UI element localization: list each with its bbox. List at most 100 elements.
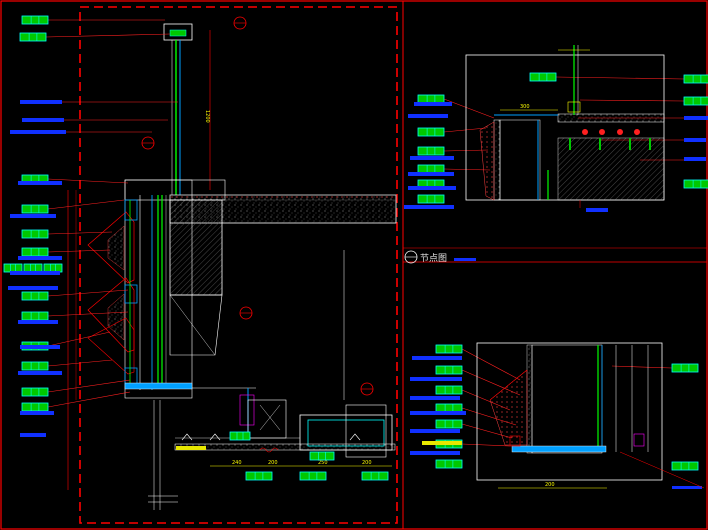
label-bar [410,429,460,433]
material-tag [21,204,49,214]
label-bar [20,433,46,437]
label-bar [10,214,56,218]
material-tag [683,96,708,106]
label-bar [672,486,702,489]
label-bar [684,116,708,120]
material-tag [671,363,699,373]
svg-text:1200: 1200 [204,110,210,123]
leader-line [443,127,487,133]
label-bar [410,411,466,415]
beam-hatch [169,199,223,296]
material-tag [245,471,273,481]
main-section-drawing: 1200 [67,16,397,510]
upper-fasteners [569,129,651,150]
horizontal-dimensions: 240 200 250 200 [210,460,392,467]
material-tag [21,229,49,239]
top-bracket-box [163,23,193,41]
label-bars [8,100,708,489]
label-bar [18,181,62,185]
leader-line [47,331,111,347]
label-bar [412,356,462,360]
svg-text:240: 240 [232,460,242,466]
label-bar [684,138,706,142]
label-bar [410,377,462,381]
material-tag [23,263,43,273]
material-tag [671,461,699,471]
leader-line [579,99,685,102]
material-tag [435,344,463,354]
material-tag [435,459,463,469]
label-bar [408,186,456,190]
label-bar [20,100,62,104]
label-bar [18,256,62,260]
material-tag [21,291,49,301]
leader-line [47,289,129,297]
svg-text:250: 250 [318,460,328,466]
label-bar [10,271,60,275]
material-tag [21,247,49,257]
leader-line [443,98,495,119]
detail-title: 节点图 [420,253,447,264]
label-bar [18,371,62,375]
label-bar [18,320,58,324]
material-tag [361,471,389,481]
material-tag [529,72,557,82]
leader-line [611,365,673,369]
leader-line [461,443,511,447]
leader-line [47,199,125,210]
material-tag [299,471,327,481]
material-tag [683,179,708,189]
label-bar [10,130,66,134]
vertical-dimensions [67,190,178,510]
material-tag [21,402,49,412]
label-bar [20,345,60,349]
svg-text:200: 200 [268,460,278,466]
label-bar [586,208,608,212]
material-tag [435,403,463,413]
material-tag [3,263,23,273]
label-bar [22,118,64,122]
yellow-strip [176,446,206,450]
material-tag [417,164,445,174]
material-tag [43,263,63,273]
svg-text:200: 200 [362,460,372,466]
leader-line [443,168,491,171]
material-tag [417,194,445,204]
leader-line [555,76,685,80]
material-tag [21,15,49,25]
label-bar [408,114,448,118]
main-detail-dashed-frame [79,6,398,524]
material-tag [19,32,47,42]
leader-line [47,178,129,184]
leader-line [47,379,131,393]
leader-lines [45,19,685,447]
leader-line [461,348,521,381]
label-bar [410,156,454,160]
leader-line [47,231,113,235]
section-callouts [141,16,374,396]
zigzag-facade [87,199,138,388]
label-bar [404,205,454,209]
material-tag [417,127,445,137]
detail-title-block: 节点图 [404,250,476,264]
material-tag [21,387,49,397]
leader-line [47,359,113,367]
material-tag [683,74,708,84]
label-bar [410,451,460,455]
label-bar [20,411,54,415]
detail-lower-right: 200 [476,342,705,489]
label-bar [408,172,454,176]
material-tag [435,419,463,429]
label-bar [684,157,706,161]
material-tag [229,431,251,441]
leader-line [47,391,131,408]
svg-text:200: 200 [545,482,555,488]
label-bar [8,286,58,290]
material-tag [21,311,49,321]
leader-line [45,33,171,38]
leader-line [47,249,111,253]
detail-upper-right: 300 [465,45,665,208]
label-bar [414,102,452,106]
